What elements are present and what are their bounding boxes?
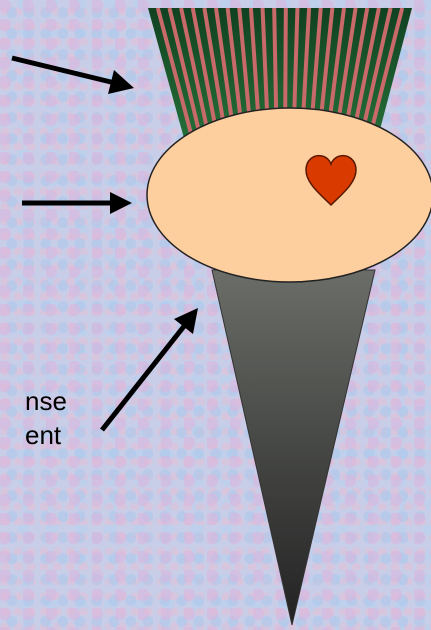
arrow-icon — [12, 58, 134, 94]
arrow-icon — [22, 192, 132, 214]
arrow-icon — [102, 308, 198, 430]
central-ellipse — [147, 108, 431, 282]
partial-label-line-1: nse — [25, 383, 67, 419]
bottom-cone — [212, 270, 375, 625]
partial-label-line-2: ent — [25, 417, 61, 453]
